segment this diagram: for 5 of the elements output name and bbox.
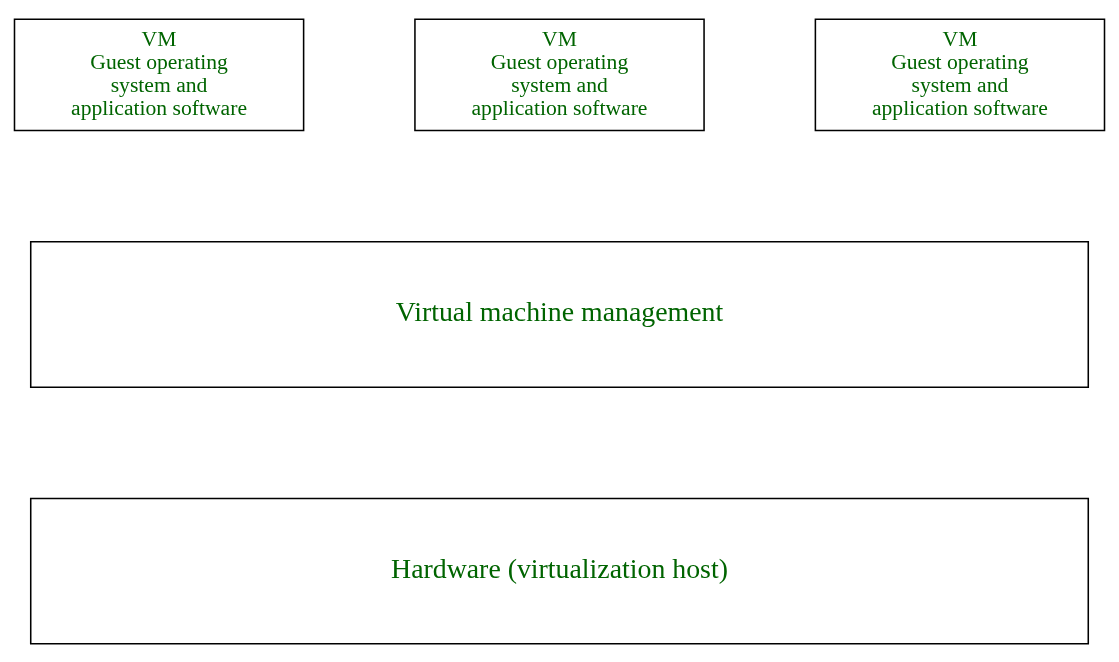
node-box: VM Guest operating system and application software [814,17,1106,131]
node-box: VM Guest operating system and application software [414,17,705,131]
node-box: Virtual machine management [29,240,1090,388]
node-box: VM Guest operating system and application software [13,17,305,131]
node-box: Hardware (virtualization host) [29,497,1090,645]
